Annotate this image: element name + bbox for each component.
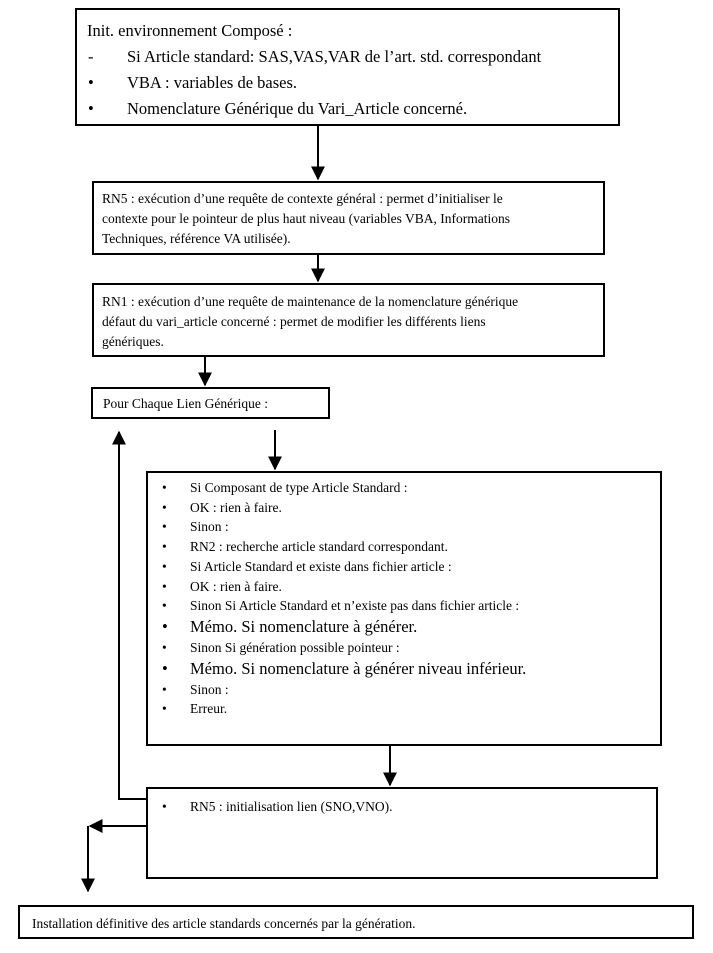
- box1-item-text: VBA : variables de bases.: [127, 73, 298, 92]
- bullet-icon: •: [162, 701, 167, 717]
- rn5-link-init-box: • RN5 : initialisation lien (SNO,VNO).: [146, 787, 658, 879]
- bullet-icon: •: [162, 519, 167, 535]
- rule-item: • Si Article Standard et existe dans fich…: [156, 557, 656, 577]
- box1-item-text: Nomenclature Générique du Vari_Article c…: [127, 99, 468, 118]
- rule-item: • Erreur.: [156, 699, 656, 719]
- box1-item: • Nomenclature Générique du Vari_Article…: [87, 96, 608, 122]
- loop-back-arrow: [112, 430, 146, 800]
- bullet-icon: •: [162, 658, 168, 678]
- rule-text: OK : rien à faire.: [190, 578, 282, 594]
- rule-item: • OK : rien à faire.: [156, 577, 656, 597]
- bullet-icon: •: [162, 598, 167, 614]
- box3-line: défaut du vari_article concerné : permet…: [102, 314, 486, 329]
- box2-line: RN5 : exécution d’une requête de context…: [102, 191, 503, 206]
- rn1-maintenance-box: RN1 : exécution d’une requête de mainten…: [92, 283, 605, 357]
- box1-item-text: Si Article standard: SAS,VAS,VAR de l’ar…: [127, 47, 542, 66]
- box3-line: RN1 : exécution d’une requête de mainten…: [102, 294, 519, 309]
- rule-text: Sinon :: [190, 681, 229, 697]
- bullet-icon: •: [162, 499, 167, 515]
- rule-text: Si Article Standard et existe dans fichi…: [190, 558, 452, 574]
- rule-item: • Sinon Si Article Standard et n’existe p…: [156, 596, 656, 616]
- rule-item: • Sinon :: [156, 680, 656, 700]
- rule-item: • RN5 : initialisation lien (SNO,VNO).: [156, 798, 648, 816]
- rule-text: Sinon Si Article Standard et n’existe pa…: [190, 598, 520, 614]
- box4-text: Pour Chaque Lien Générique :: [103, 396, 268, 411]
- component-rules-box: • Si Composant de type Article Standard :…: [146, 471, 662, 746]
- box1-item: • VBA : variables de bases.: [87, 70, 608, 96]
- bullet-icon: •: [162, 616, 168, 636]
- bullet-icon: •: [162, 639, 167, 655]
- box1-title: Init. environnement Composé :: [87, 21, 293, 40]
- rule-text: Erreur.: [190, 701, 228, 717]
- box7-text: Installation définitive des article stan…: [32, 916, 416, 931]
- rule-text: Sinon Si génération possible pointeur :: [190, 639, 400, 655]
- for-each-link-box: Pour Chaque Lien Générique :: [91, 387, 330, 419]
- box3-line: génériques.: [102, 334, 164, 349]
- bullet-icon: •: [88, 99, 94, 118]
- bullet-icon: •: [88, 73, 94, 92]
- rn5-context-box: RN5 : exécution d’une requête de context…: [92, 181, 605, 255]
- bullet-icon: •: [162, 480, 167, 495]
- bullet-icon: •: [162, 799, 167, 814]
- bullet-icon: •: [162, 681, 167, 697]
- rule-item: • OK : rien à faire.: [156, 498, 656, 518]
- bullet-icon: •: [162, 539, 167, 555]
- bullet-icon: •: [162, 558, 167, 574]
- rule-text: RN5 : initialisation lien (SNO,VNO).: [190, 799, 393, 814]
- box1-item: - Si Article standard: SAS,VAS,VAR de l’…: [87, 44, 608, 70]
- rule-item: • Sinon :: [156, 517, 656, 537]
- box2-line: Techniques, référence VA utilisée).: [102, 231, 291, 246]
- init-environment-box: Init. environnement Composé : - Si Artic…: [75, 8, 620, 126]
- rule-item: • Mémo. Si nomenclature à générer.: [156, 616, 656, 638]
- rule-item: • Mémo. Si nomenclature à générer niveau …: [156, 658, 656, 680]
- box2-line: contexte pour le pointeur de plus haut n…: [102, 211, 511, 226]
- rule-item: • RN2 : recherche article standard corres…: [156, 537, 656, 557]
- rule-text: Sinon :: [190, 519, 229, 535]
- rule-item: • Si Composant de type Article Standard :: [156, 478, 656, 498]
- rule-text: Si Composant de type Article Standard :: [190, 480, 408, 495]
- final-installation-box: Installation définitive des article stan…: [18, 905, 694, 939]
- rule-text: OK : rien à faire.: [190, 499, 282, 515]
- rule-text: RN2 : recherche article standard corresp…: [190, 539, 448, 555]
- bullet-icon: •: [162, 578, 167, 594]
- rule-text: Mémo. Si nomenclature à générer.: [190, 616, 418, 636]
- rule-text: Mémo. Si nomenclature à générer niveau i…: [190, 658, 527, 678]
- rule-item: • Sinon Si génération possible pointeur :: [156, 638, 656, 658]
- dash-marker: -: [88, 47, 94, 66]
